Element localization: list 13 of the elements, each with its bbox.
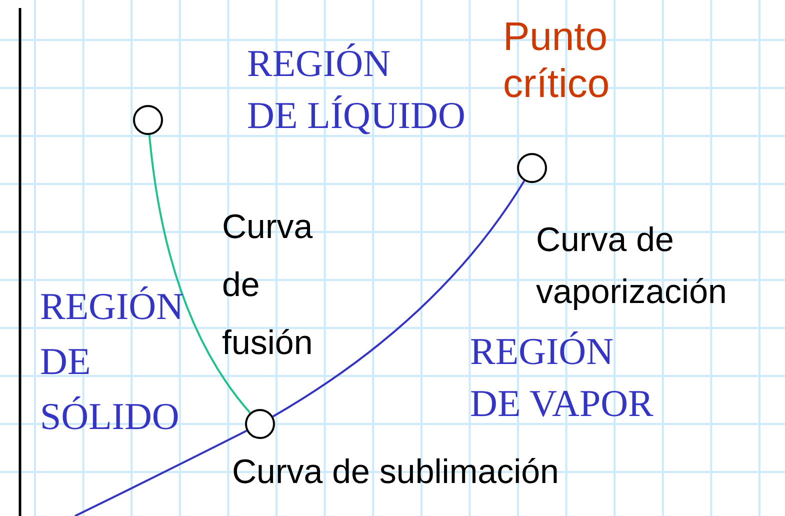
- curve-label: Curva de fusión: [222, 207, 313, 364]
- region-label: REGIÓN DE SÓLIDO: [40, 285, 184, 440]
- point-label: Punto crítico: [503, 14, 610, 108]
- phase-curve: [148, 134, 251, 414]
- point-circle: [133, 105, 163, 135]
- point-circle: [245, 409, 275, 439]
- region-label: REGIÓN DE LÍQUIDO: [247, 42, 466, 139]
- point-circle: [517, 153, 547, 183]
- phase-curve: [272, 180, 526, 418]
- curve-label: Curva de sublimación: [232, 452, 559, 493]
- curve-label: Curva de vaporización: [536, 220, 727, 313]
- region-label: REGIÓN DE VAPOR: [470, 330, 654, 427]
- phase-curve: [74, 430, 248, 516]
